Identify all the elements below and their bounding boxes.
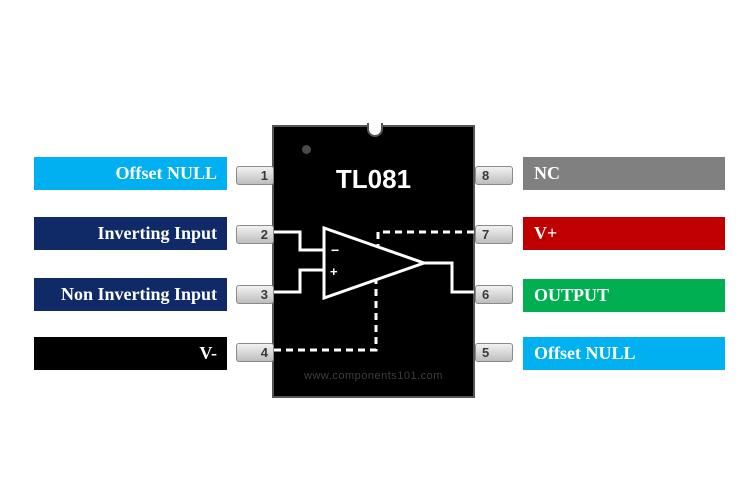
v-minus-supply-trace xyxy=(274,281,378,352)
inverting-input-trace xyxy=(274,230,324,252)
opamp-triangle xyxy=(322,225,429,301)
pin-2: 2 xyxy=(236,225,274,244)
output-trace xyxy=(424,261,474,294)
pin-6-label: OUTPUT xyxy=(523,279,725,312)
package-notch xyxy=(367,123,383,137)
pin-4-label: V- xyxy=(34,337,227,370)
pin-5: 5 xyxy=(475,343,513,362)
pin-3-label: Non Inverting Input xyxy=(34,278,227,311)
pin-2-label: Inverting Input xyxy=(34,217,227,250)
opamp-plus-sign: + xyxy=(330,264,338,279)
pin1-marker-dot xyxy=(302,145,311,154)
pin-4: 4 xyxy=(236,343,274,362)
pin-7-label: V+ xyxy=(523,217,725,250)
pin-5-label: Offset NULL xyxy=(523,337,725,370)
pin-3: 3 xyxy=(236,285,274,304)
pin-1: 1 xyxy=(236,166,274,185)
non-inverting-input-trace xyxy=(274,268,324,294)
v-plus-supply-trace xyxy=(376,230,474,246)
pin-6: 6 xyxy=(475,285,513,304)
chip-name: TL081 xyxy=(335,164,412,194)
pin-7: 7 xyxy=(475,225,513,244)
pin-1-label: Offset NULL xyxy=(34,157,227,190)
watermark-text: www.components101.com xyxy=(304,370,443,382)
pin-8-label: NC xyxy=(523,157,725,190)
pin-8: 8 xyxy=(475,166,513,185)
opamp-minus-sign: − xyxy=(331,242,339,258)
